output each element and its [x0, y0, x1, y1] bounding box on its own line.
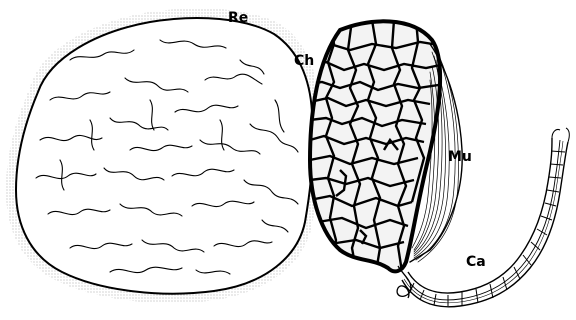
- re-body-outline: [16, 18, 313, 294]
- label-ch: Ch: [294, 53, 314, 69]
- label-mu: Mu: [448, 149, 472, 165]
- ca-tube-inner-a: [406, 140, 560, 300]
- re-mass: [6, 8, 321, 303]
- ch-cell-lobe: [310, 20, 445, 272]
- label-ca: Ca: [466, 254, 486, 270]
- ca-tip: [552, 128, 569, 142]
- label-re: Re: [228, 10, 248, 26]
